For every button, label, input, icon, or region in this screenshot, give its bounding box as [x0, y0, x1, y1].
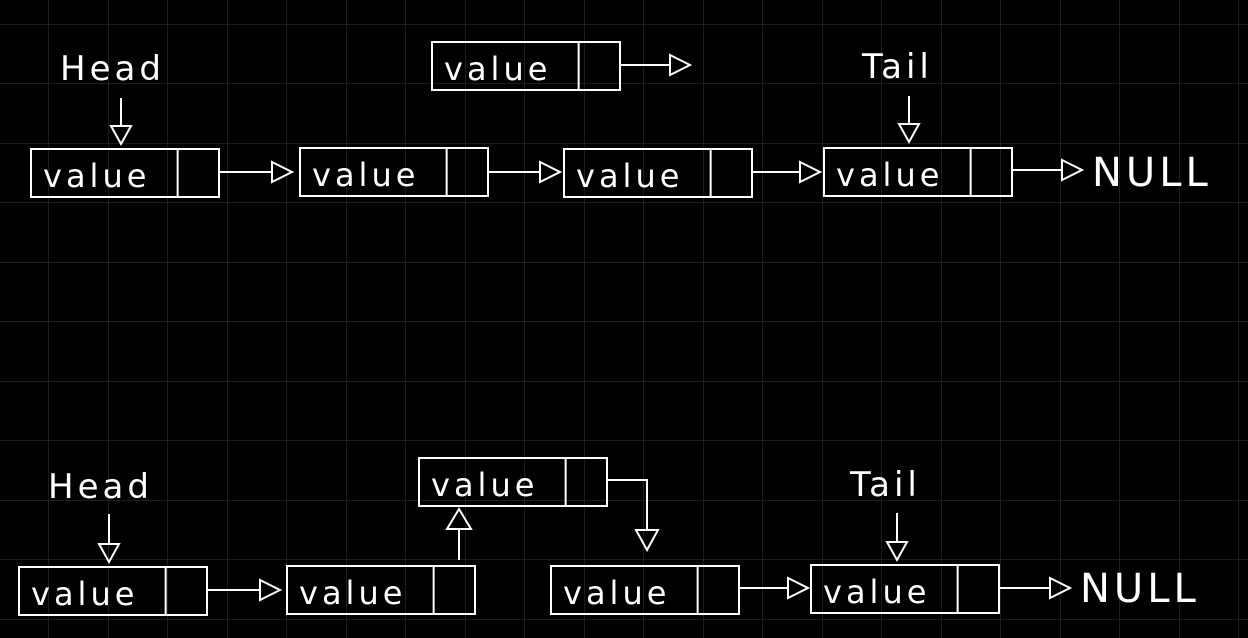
arrow-top-1-2: [219, 160, 295, 184]
tail-label-bottom: Tail: [849, 465, 921, 505]
null-label-bottom: NULL: [1080, 566, 1200, 612]
node-value-label: value: [43, 157, 150, 195]
head-label-bottom: Head: [48, 467, 153, 507]
arrow-bottom-3-4: [739, 576, 811, 600]
arrow-head: [634, 529, 660, 553]
arrow-top-new-next: [620, 53, 693, 77]
top-node-4: [823, 147, 1013, 197]
arrow-head: [259, 578, 283, 602]
arrow-head: [897, 123, 921, 145]
arrow-head: [787, 576, 811, 600]
arrow-top-2-3: [488, 160, 563, 184]
node-box: [823, 147, 1013, 197]
node-value-label: value: [444, 50, 551, 88]
node-box: [286, 565, 476, 615]
arrow-shaft: [607, 479, 648, 530]
tail-pointer-top: [897, 96, 921, 145]
arrow-head: [271, 160, 295, 184]
node-value-label: value: [563, 574, 670, 612]
arrow-head: [445, 507, 473, 530]
arrow-head: [669, 53, 693, 77]
arrow-head: [1061, 158, 1085, 182]
arrow-bottom-4-null: [999, 576, 1073, 600]
bottom-new-node: [418, 457, 608, 507]
arrow-head: [799, 160, 823, 184]
arrow-head: [109, 125, 133, 147]
arrow-head: [1049, 576, 1073, 600]
node-value-label: value: [31, 575, 138, 613]
node-value-label: value: [576, 157, 683, 195]
bottom-node-2: [286, 565, 476, 615]
head-pointer-top: [109, 98, 133, 147]
head-label-top: Head: [60, 49, 165, 89]
head-pointer-bottom: [97, 514, 121, 565]
arrow-top-3-4: [752, 160, 823, 184]
arrow-head: [885, 541, 909, 563]
node-value-label: value: [823, 573, 930, 611]
arrow-head: [539, 160, 563, 184]
arrow-head: [97, 543, 121, 565]
node-value-label: value: [299, 574, 406, 612]
arrow-bottom-1-2: [207, 578, 283, 602]
arrow-top-4-null: [1012, 158, 1085, 182]
node-value-label: value: [836, 156, 943, 194]
arrow-bottom-2-new: [445, 507, 473, 560]
bottom-node-3: [550, 565, 740, 615]
null-label-top: NULL: [1092, 150, 1212, 196]
node-value-label: value: [312, 156, 419, 194]
node-value-label: value: [431, 466, 538, 504]
arrow-bottom-new-3: [607, 479, 660, 553]
tail-label-top: Tail: [861, 47, 933, 87]
node-box: [550, 565, 740, 615]
node-box: [418, 457, 608, 507]
tail-pointer-bottom: [885, 513, 909, 563]
